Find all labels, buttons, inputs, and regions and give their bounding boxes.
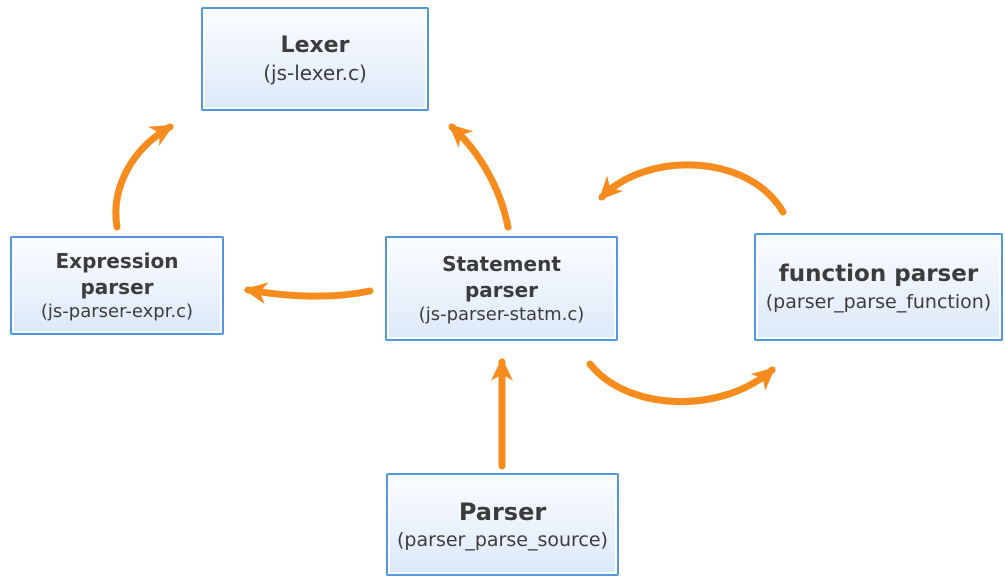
node-statement-parser: Statement parser (js-parser-statm.c) (385, 236, 618, 341)
node-parser-subtitle: (parser_parse_source) (397, 528, 608, 551)
node-statement-parser-subtitle: (js-parser-statm.c) (418, 303, 585, 325)
node-statement-parser-title-line2: parser (464, 277, 538, 302)
node-function-parser: function parser (parser_parse_function) (754, 233, 1003, 341)
node-parser-title: Parser (458, 497, 547, 526)
arrow-statement-parser-to-lexer (448, 123, 512, 231)
node-lexer-subtitle: (js-lexer.c) (263, 61, 367, 86)
node-expression-parser: Expression parser (js-parser-expr.c) (10, 236, 224, 335)
node-expression-parser-subtitle: (js-parser-expr.c) (40, 300, 194, 322)
arrow-function-parser-to-statement-parser (598, 161, 787, 216)
arrow-expression-parser-to-lexer (112, 123, 174, 231)
node-statement-parser-title-line1: Statement (442, 251, 561, 276)
node-function-parser-title: function parser (778, 260, 979, 287)
node-lexer: Lexer (js-lexer.c) (201, 7, 429, 111)
node-parser: Parser (parser_parse_source) (386, 473, 619, 576)
node-lexer-title: Lexer (280, 32, 350, 58)
node-expression-parser-title-line2: parser (80, 274, 154, 299)
arrow-statement-parser-to-expression-parser (243, 282, 374, 305)
node-expression-parser-title-line1: Expression (55, 248, 179, 273)
node-function-parser-subtitle: (parser_parse_function) (765, 290, 992, 313)
arrow-statement-parser-to-function-parser (586, 360, 776, 406)
